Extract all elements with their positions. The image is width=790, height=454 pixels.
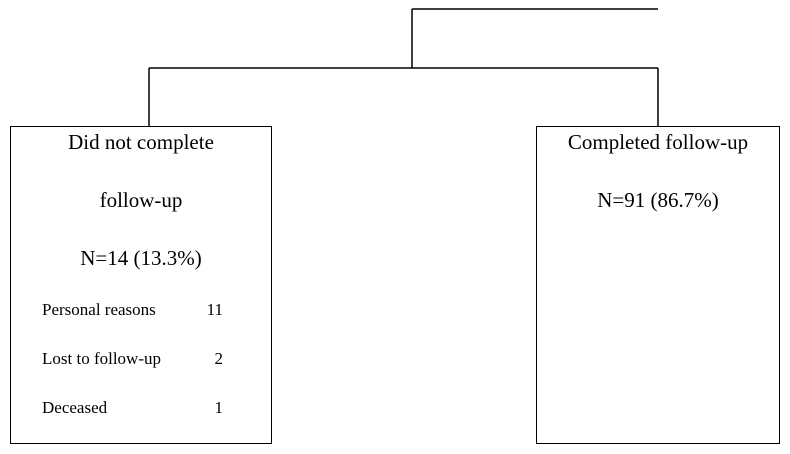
reason-label-deceased: Deceased (42, 398, 108, 417)
did-not-complete-box: Did not complete follow-up N=14 (13.3%) … (10, 126, 272, 444)
completed-follow-up-box: Completed follow-up N=91 (86.7%) (536, 126, 780, 444)
completed-follow-up-title: Completed follow-up (567, 130, 749, 154)
reason-label-lost: Lost to follow-up (42, 349, 161, 368)
did-not-complete-title-line1: Did not complete (68, 130, 214, 154)
did-not-complete-count: N=14 (13.3%) (80, 246, 202, 270)
did-not-complete-title-line2: follow-up (99, 188, 183, 212)
reason-value-personal: 11 (206, 300, 223, 319)
reason-value-deceased: 1 (214, 398, 224, 417)
reason-label-personal: Personal reasons (42, 300, 156, 319)
completed-follow-up-count: N=91 (86.7%) (597, 188, 719, 212)
reason-value-lost: 2 (214, 349, 224, 368)
